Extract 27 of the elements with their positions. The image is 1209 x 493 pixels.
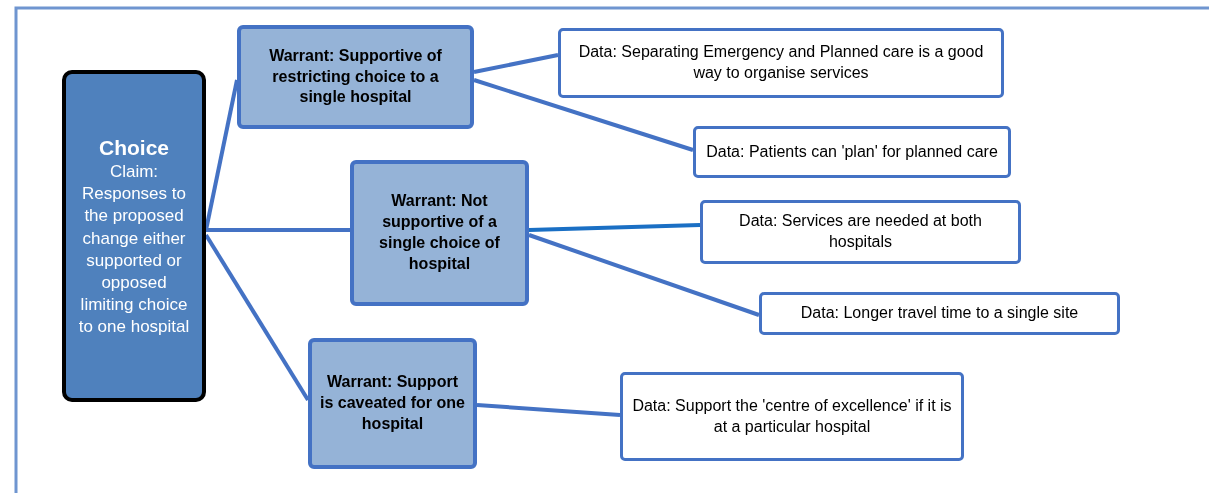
box-text: Data: Patients can 'plan' for planned care [706, 141, 998, 162]
data-box [700, 200, 1021, 264]
claim-box [62, 70, 206, 402]
box-text: Data: Services are needed at both hospitals [738, 211, 983, 252]
connector-line [528, 233, 760, 317]
data-box [558, 28, 1004, 98]
warrant-box [350, 160, 529, 306]
box-text: Data: Longer travel time to a single site [800, 303, 1079, 324]
connector-line [204, 233, 310, 402]
warrant-box [308, 338, 477, 469]
connector-line [473, 78, 694, 152]
warrant-box [237, 25, 474, 129]
box-text: Warrant: Not supportive of a single choice of hospital [378, 191, 501, 274]
connector-line [528, 223, 701, 232]
connector-line [206, 228, 350, 232]
box-text: Claim: Responses to the proposed change either supported or opposed limiting choice to one hospital [77, 161, 191, 338]
data-box [693, 126, 1011, 178]
data-box [620, 372, 964, 461]
connector-line [476, 403, 621, 417]
box-heading: Choice [99, 134, 169, 161]
connector-line [473, 53, 559, 74]
box-text: Data: Support the 'centre of excellence' if it is at a particular hospital [631, 395, 953, 437]
box-text: Data: Separating Emergency and Planned care is a good way to organise services [577, 42, 985, 83]
data-box [759, 292, 1120, 335]
box-text: Warrant: Support is caveated for one hospital [320, 372, 465, 434]
connector-line [204, 79, 239, 231]
box-text: Warrant: Supportive of restricting choice to a single hospital [268, 45, 443, 108]
